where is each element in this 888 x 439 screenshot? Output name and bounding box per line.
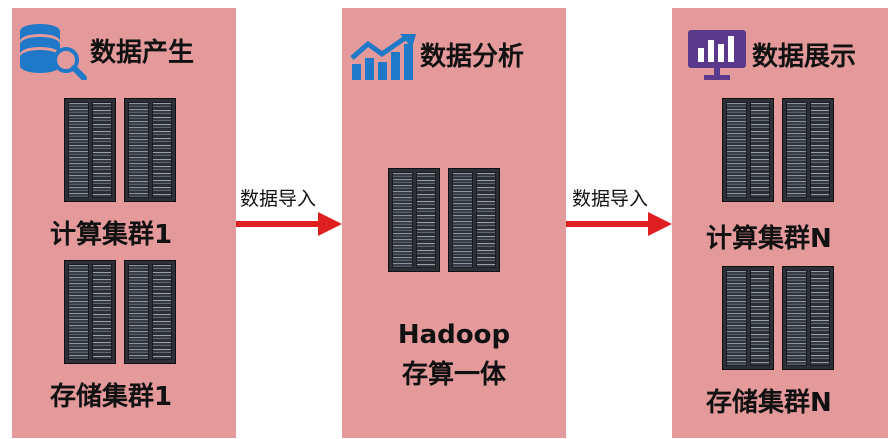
server-rack-group [64,260,176,364]
flow-label-import-1: 数据导入 [240,188,317,210]
stage-panel-produce: 数据产生 计算集群1 存储集群1 [12,8,236,438]
server-rack-icon [64,260,116,364]
stage-panel-analyze: 数据分析 Hadoop 存算一体 [342,8,566,438]
cluster-label-storage-n: 存储集群N [706,388,832,418]
server-rack-group [722,266,834,370]
hadoop-subtitle: 存算一体 [401,360,506,390]
flow-arrow-1 [236,212,342,236]
hadoop-label: Hadoop [397,320,511,350]
stage-title-produce: 数据产生 [90,38,195,68]
database-search-icon [20,24,87,80]
cluster-label-compute-n: 计算集群N [706,224,832,254]
flow-label-import-2: 数据导入 [572,188,649,210]
server-rack-icon [448,168,500,272]
server-rack-group [722,98,834,202]
stage-title-display: 数据展示 [752,42,857,72]
cluster-label-storage-1: 存储集群1 [50,382,173,412]
flow-arrow-2 [566,212,672,236]
stage-panel-display: 数据展示 计算集群N 存储集群N [672,8,888,438]
cluster-label-compute-1: 计算集群1 [50,220,173,250]
server-rack-icon [124,98,176,202]
server-rack-icon [64,98,116,202]
server-rack-icon [722,98,774,202]
server-rack-icon [782,266,834,370]
server-rack-icon [124,260,176,364]
server-rack-icon [782,98,834,202]
server-rack-group [64,98,176,202]
monitor-chart-icon [688,30,746,80]
server-rack-icon [722,266,774,370]
growth-chart-icon [350,34,416,80]
stage-title-analyze: 数据分析 [420,42,525,72]
server-rack-group [388,168,500,272]
server-rack-icon [388,168,440,272]
